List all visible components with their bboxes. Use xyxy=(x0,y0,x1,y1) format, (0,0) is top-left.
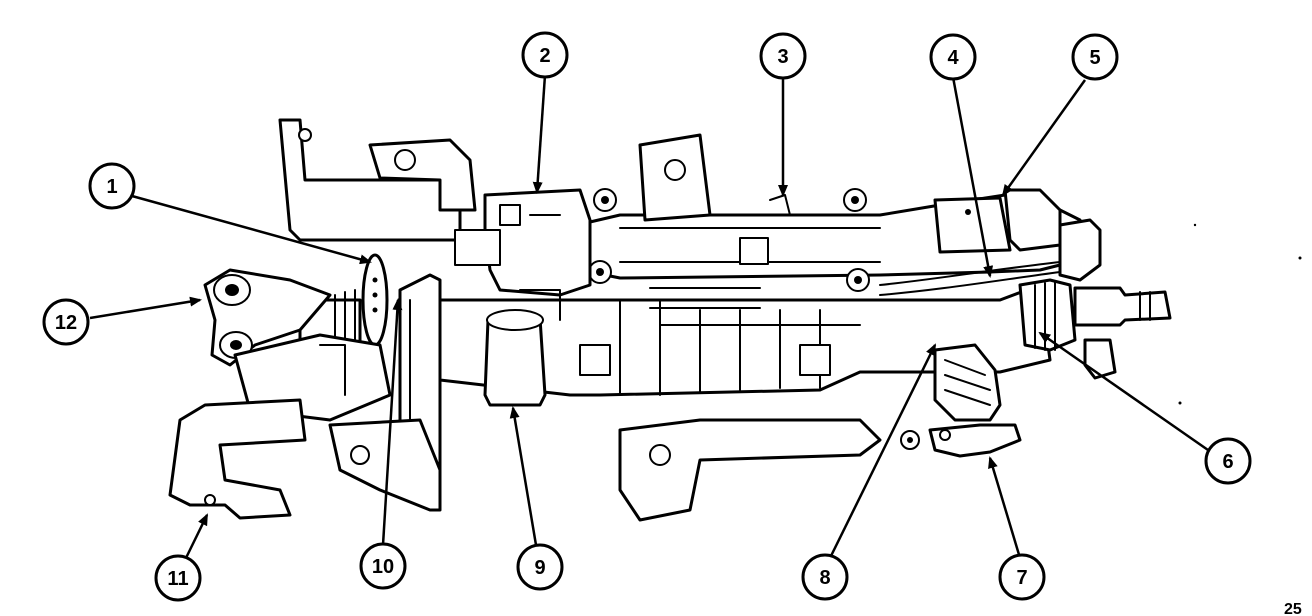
callout-circle xyxy=(88,162,136,210)
callout-circle xyxy=(1204,437,1252,485)
callout-label: 8 xyxy=(819,567,830,589)
callout-12: 12 xyxy=(42,298,90,346)
tilt-lever xyxy=(928,423,1022,458)
multifunction-switch-housing xyxy=(933,196,1012,254)
callout-circle xyxy=(929,33,977,81)
lower-ribs xyxy=(579,287,861,396)
callout-3: 3 xyxy=(759,32,807,80)
callout-2: 2 xyxy=(521,31,569,79)
rail-bolts xyxy=(588,188,870,292)
right-shaft-assembly xyxy=(1018,218,1172,380)
left-shaft-assembly xyxy=(203,253,392,422)
callout-1: 1 xyxy=(88,162,136,210)
lower-skirt-left xyxy=(328,418,442,512)
callout-9: 9 xyxy=(516,543,564,591)
callout-circle xyxy=(1071,33,1119,81)
callout-label: 6 xyxy=(1222,451,1233,473)
wiring-harness xyxy=(879,261,1061,286)
callout-label: 7 xyxy=(1016,567,1027,589)
callout-label: 9 xyxy=(534,557,545,579)
callout-circle xyxy=(521,31,569,79)
callout-5: 5 xyxy=(1071,33,1119,81)
callout-label: 5 xyxy=(1089,47,1100,69)
callout-circle xyxy=(516,543,564,591)
callout-11: 11 xyxy=(154,554,202,602)
callout-circle xyxy=(801,553,849,601)
reference-code: 25 xyxy=(1284,601,1302,616)
callout-circle xyxy=(154,554,202,602)
callout-label: 1 xyxy=(106,176,117,198)
callout-label: 3 xyxy=(777,46,788,68)
callout-label: 11 xyxy=(167,568,188,590)
callout-label: 10 xyxy=(372,556,394,578)
callout-circle xyxy=(998,553,1046,601)
sensor-ring xyxy=(361,253,389,347)
lower-center-bracket xyxy=(618,418,882,522)
callout-label: 12 xyxy=(55,312,77,334)
leader-lines xyxy=(89,74,1209,561)
callouts: 1 2 3 4 5 6 7 8 xyxy=(42,31,1252,602)
callout-7: 7 xyxy=(998,553,1046,601)
callout-8: 8 xyxy=(801,553,849,601)
lower-left-bracket xyxy=(168,398,307,520)
callout-label: 4 xyxy=(947,47,959,69)
callout-circle xyxy=(759,32,807,80)
callout-circle xyxy=(359,542,407,590)
callout-4: 4 xyxy=(929,33,977,81)
callout-circle xyxy=(42,298,90,346)
scan-specks xyxy=(1178,223,1302,405)
callout-6: 6 xyxy=(1204,437,1252,485)
lock-housing xyxy=(483,316,547,407)
callout-10: 10 xyxy=(359,542,407,590)
callout-label: 2 xyxy=(539,45,550,67)
steering-column-illustration xyxy=(168,118,1172,522)
